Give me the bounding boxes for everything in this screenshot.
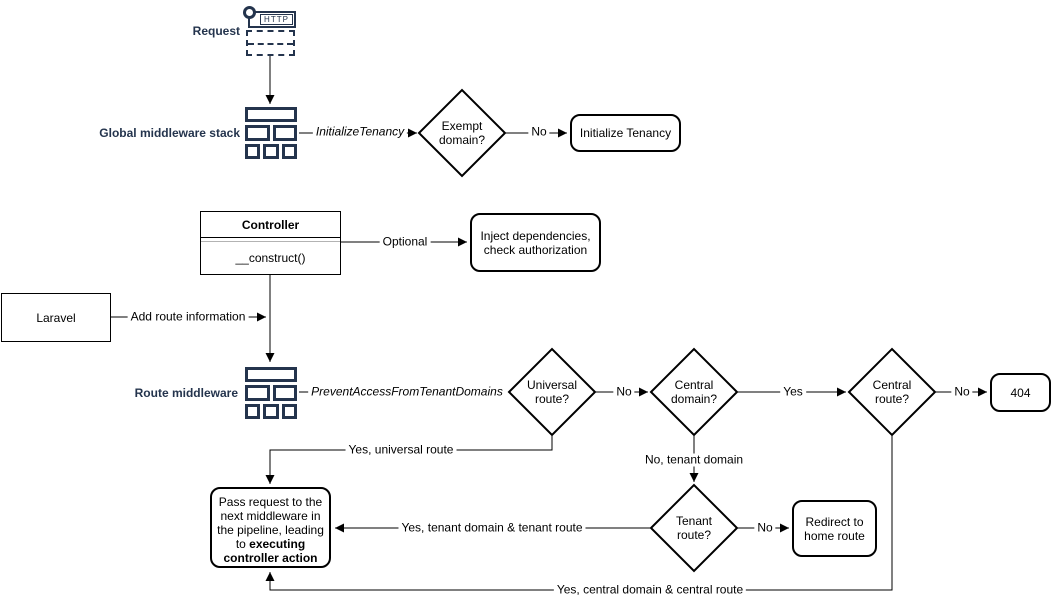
- tenant-route-label: Tenant route?: [675, 514, 713, 542]
- edge-label-add-route-information: Add route information: [127, 310, 249, 324]
- global-middleware-stack-icon: [245, 107, 297, 159]
- controller-divider: [201, 238, 340, 242]
- grid-cell: [281, 403, 297, 419]
- edge-label-yes-central-domain-route: Yes, central domain & central route: [553, 583, 747, 597]
- edge-label-central-route-no: No: [951, 385, 973, 399]
- grid-cell: [245, 143, 261, 159]
- route-middleware-label: Route middleware: [134, 386, 238, 400]
- laravel-node: Laravel: [1, 293, 111, 342]
- grid-cell: [245, 107, 297, 123]
- controller-node: Controller __construct(): [200, 211, 341, 275]
- 404-node: 404: [990, 373, 1051, 412]
- request-circle-icon: [243, 6, 256, 19]
- central-domain-label: Central domain?: [670, 378, 718, 406]
- grid-cell: [272, 385, 297, 401]
- universal-route-label: Universal route?: [526, 378, 577, 406]
- http-label: HTTP: [260, 14, 293, 25]
- exempt-domain-label: Exempt domain?: [438, 119, 486, 147]
- edge-label-yes-tenant-domain-route: Yes, tenant domain & tenant route: [398, 521, 586, 535]
- grid-cell: [263, 143, 279, 159]
- controller-method: __construct(): [235, 251, 306, 265]
- grid-cell: [263, 403, 279, 419]
- grid-cell: [245, 403, 261, 419]
- inject-dependencies-node: Inject dependencies, check authorization: [470, 213, 601, 272]
- http-request-icon: HTTP: [243, 6, 299, 56]
- initialize-tenancy-node: Initialize Tenancy: [570, 114, 681, 152]
- edge-label-initialize-tenancy: InitializeTenancy: [312, 125, 408, 139]
- edge-label-central-domain-yes: Yes: [780, 385, 806, 399]
- route-middleware-icon: [245, 367, 297, 419]
- grid-cell: [272, 125, 297, 141]
- central-route-label: Central route?: [872, 378, 912, 406]
- grid-cell: [281, 143, 297, 159]
- edge-label-exempt-no: No: [528, 125, 550, 139]
- edge-label-universal-no: No: [613, 385, 635, 399]
- request-label: Request: [192, 24, 240, 38]
- grid-cell: [245, 367, 297, 383]
- request-body-box: [246, 30, 295, 56]
- edge-label-optional: Optional: [379, 235, 431, 249]
- global-middleware-stack-label: Global middleware stack: [99, 126, 240, 140]
- grid-cell: [245, 125, 270, 141]
- pass-request-node: Pass request to the next middleware in t…: [210, 487, 331, 568]
- redirect-home-node: Redirect to home route: [792, 500, 877, 557]
- pass-request-text: Pass request to the next middleware in t…: [217, 495, 324, 551]
- pass-request-bold-text: executing controller action: [223, 537, 318, 565]
- request-body-divider: [248, 43, 293, 45]
- request-http-bar: HTTP: [248, 11, 296, 28]
- edge-label-yes-universal-route: Yes, universal route: [345, 443, 457, 457]
- controller-title: Controller: [201, 212, 340, 238]
- edge-label-prevent-access: PreventAccessFromTenantDomains: [308, 385, 506, 399]
- grid-cell: [245, 385, 270, 401]
- edge-label-no-tenant-domain: No, tenant domain: [641, 453, 747, 467]
- edge-label-tenant-route-no: No: [754, 521, 776, 535]
